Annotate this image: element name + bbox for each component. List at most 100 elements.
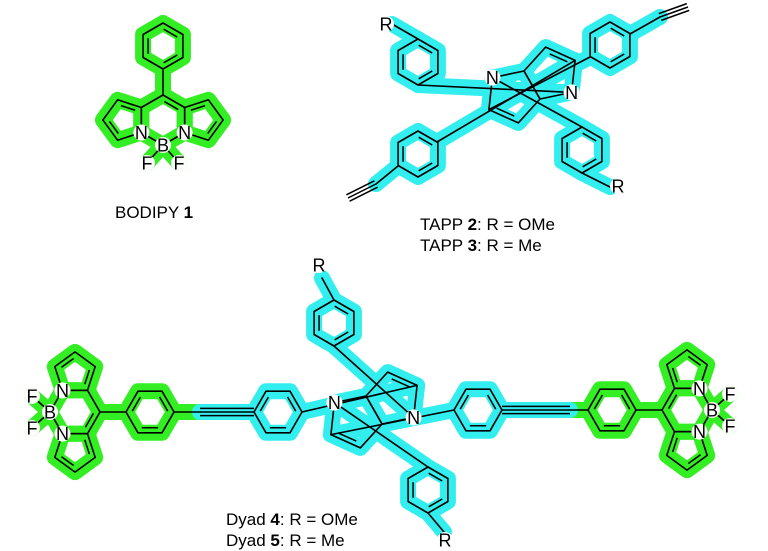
bodipy1-phenyl-ring-double-bond bbox=[163, 28, 178, 38]
tapp-ethynylphenyl-ring-double-bond bbox=[610, 53, 625, 63]
dyad-r-label-bg bbox=[437, 532, 453, 548]
dyad-bodipy-left-f-label: F bbox=[27, 387, 38, 407]
dyad-phenylene-ring-double-bond bbox=[459, 394, 470, 410]
dyad-bodipy-right-n-label-bg bbox=[691, 423, 708, 440]
dyad-bodipy-left-n-label-bg bbox=[54, 425, 71, 442]
dyad-tapp-double-bond bbox=[391, 378, 410, 388]
dyad-bodipy-left-double-bond bbox=[61, 456, 75, 467]
dyad-c-aryl-bond bbox=[330, 409, 455, 436]
dyad-bodipy-right-f-label: F bbox=[725, 417, 736, 437]
dyad-aryl-ring-double-bond bbox=[428, 498, 443, 508]
dyad-r-bond bbox=[321, 277, 335, 301]
dyad-bodipy-phenylene-double-bond bbox=[158, 396, 169, 412]
dyad-bodipy-right-double-bond bbox=[687, 454, 701, 465]
bodipy1-double-bond bbox=[120, 104, 136, 111]
dyad-aryl-ring-double-bond bbox=[334, 331, 349, 341]
dyad-bodipy-left-double-bond bbox=[84, 413, 95, 428]
tapp-r-label-bg bbox=[378, 16, 394, 32]
dyad-bodipy-right-f-label: F bbox=[725, 385, 736, 405]
tapp-alkyne-bond bbox=[660, 9, 690, 22]
bodipy1-n-label-bg bbox=[176, 124, 193, 141]
dyad-bodipy-right-f-label-bg bbox=[722, 386, 738, 402]
bodipy1-f-label: F bbox=[174, 154, 185, 174]
tapp-n-aryl-bond bbox=[417, 84, 573, 94]
dyad-bodipy-left-n-label-bg bbox=[54, 382, 71, 399]
dyad-phenylene-ring-double-bond bbox=[259, 396, 270, 412]
dyad-bodipy-phenylene-double-bond bbox=[593, 394, 604, 410]
bodipy1-b-label: B bbox=[157, 136, 169, 156]
dyad-bodipy-left-n-label: N bbox=[56, 424, 69, 444]
tapp-n-aryl-bond bbox=[491, 76, 583, 128]
dyad-bodipy-right-n-label: N bbox=[693, 422, 706, 442]
tapp-aryl-ring-double-bond bbox=[582, 132, 597, 142]
tapp-alkyne-bond bbox=[347, 183, 377, 199]
dyad-bodipy-right-b-label: B bbox=[706, 401, 718, 421]
tapp-ethynylphenyl-ring-double-bond bbox=[610, 27, 625, 37]
dyad-r-bond bbox=[427, 512, 445, 533]
dyad-n-label-bg bbox=[326, 394, 343, 411]
dyad-bodipy-left-double-bond bbox=[84, 439, 91, 455]
dyad-r-label: R bbox=[439, 531, 452, 551]
tapp-r-label-bg bbox=[610, 178, 626, 194]
dyad-n-aryl-bond bbox=[333, 401, 429, 468]
tapp-r-label: R bbox=[612, 177, 625, 197]
dyad-phenylene-ring-double-bond bbox=[486, 394, 497, 410]
tapp-alkyne-bond bbox=[659, 6, 689, 18]
dyad-n-label: N bbox=[407, 408, 420, 428]
dyad-bodipy-left-f-label: F bbox=[27, 419, 38, 439]
dyad-aryl-ring-double-bond bbox=[334, 305, 349, 315]
dyad-bodipy-left-b-label: B bbox=[44, 403, 56, 423]
dyad-bodipy-right-b-label-bg bbox=[704, 402, 720, 418]
bodipy1-f-label: F bbox=[142, 154, 153, 174]
bodipy1-double-bond bbox=[190, 104, 206, 111]
tapp-aryl-ring-double-bond bbox=[418, 44, 433, 54]
dyad-c-aryl-bond bbox=[301, 384, 418, 413]
bodipy1-f-label-bg bbox=[171, 155, 187, 171]
tapp-ethynyl-bond bbox=[629, 16, 661, 35]
dyad-aryl-ring-double-bond bbox=[428, 472, 443, 482]
dyad-r-label-bg bbox=[311, 257, 327, 273]
tapp-r-bond bbox=[391, 23, 419, 40]
dyad-bodipy-left-b-label-bg bbox=[42, 404, 58, 420]
tapp-aryl-ring-double-bond bbox=[582, 158, 597, 168]
tapp-ethynylphenyl-ring-double-bond bbox=[418, 162, 433, 172]
caption-dyad-5: Dyad 5: R = Me bbox=[226, 531, 345, 550]
dyad-phenylene-ring-double-bond bbox=[286, 396, 297, 412]
dyad-n-aryl-bond bbox=[333, 345, 415, 419]
bodipy1-n-label: N bbox=[178, 123, 191, 143]
dyad-bodipy-left-double-bond bbox=[84, 369, 91, 385]
dyad-n-label: N bbox=[328, 393, 341, 413]
bodipy1-n-label: N bbox=[135, 123, 148, 143]
tapp-r-bond bbox=[581, 172, 611, 188]
dyad-bodipy-left-double-bond bbox=[61, 357, 75, 368]
bodipy1-double-bond bbox=[164, 100, 179, 111]
dyad-n-label-bg bbox=[405, 409, 422, 426]
caption-bodipy-1: BODIPY 1 bbox=[115, 203, 194, 222]
tapp-n-label-bg bbox=[484, 69, 501, 86]
tapp-ethynylphenyl-ring bbox=[397, 130, 439, 178]
bodipy1-n-label-bg bbox=[133, 124, 150, 141]
dyad-bodipy-right-double-bond bbox=[687, 355, 701, 366]
tapp-n-label: N bbox=[486, 68, 499, 88]
tapp-r-label: R bbox=[380, 15, 393, 35]
caption-tapp-3: TAPP 3: R = Me bbox=[420, 236, 542, 255]
tapp-n-label-bg bbox=[563, 84, 580, 101]
tapp-double-bond bbox=[496, 107, 515, 117]
bodipy1-double-bond bbox=[108, 120, 119, 134]
tapp-n-label: N bbox=[565, 83, 578, 103]
bodipy1-double-bond bbox=[207, 120, 218, 134]
tapp-ethynyl-bond bbox=[375, 165, 399, 185]
bodipy1-f-label-bg bbox=[139, 155, 155, 171]
dyad-bodipy-right-n-label-bg bbox=[691, 380, 708, 397]
tapp-alkyne-bond bbox=[658, 2, 688, 15]
tapp-c-aryl-bond bbox=[436, 59, 576, 143]
dyad-bodipy-left-f-label-bg bbox=[24, 420, 40, 436]
tapp-aryl-ring-double-bond bbox=[418, 70, 433, 80]
bond-lines-layer bbox=[31, 2, 731, 533]
dyad-bodipy-phenylene-double-bond bbox=[620, 394, 631, 410]
tapp-alkyne-bond bbox=[349, 186, 378, 202]
dyad-bodipy-right-double-bond bbox=[671, 437, 678, 453]
dyad-bodipy-right-double-bond bbox=[667, 394, 678, 409]
